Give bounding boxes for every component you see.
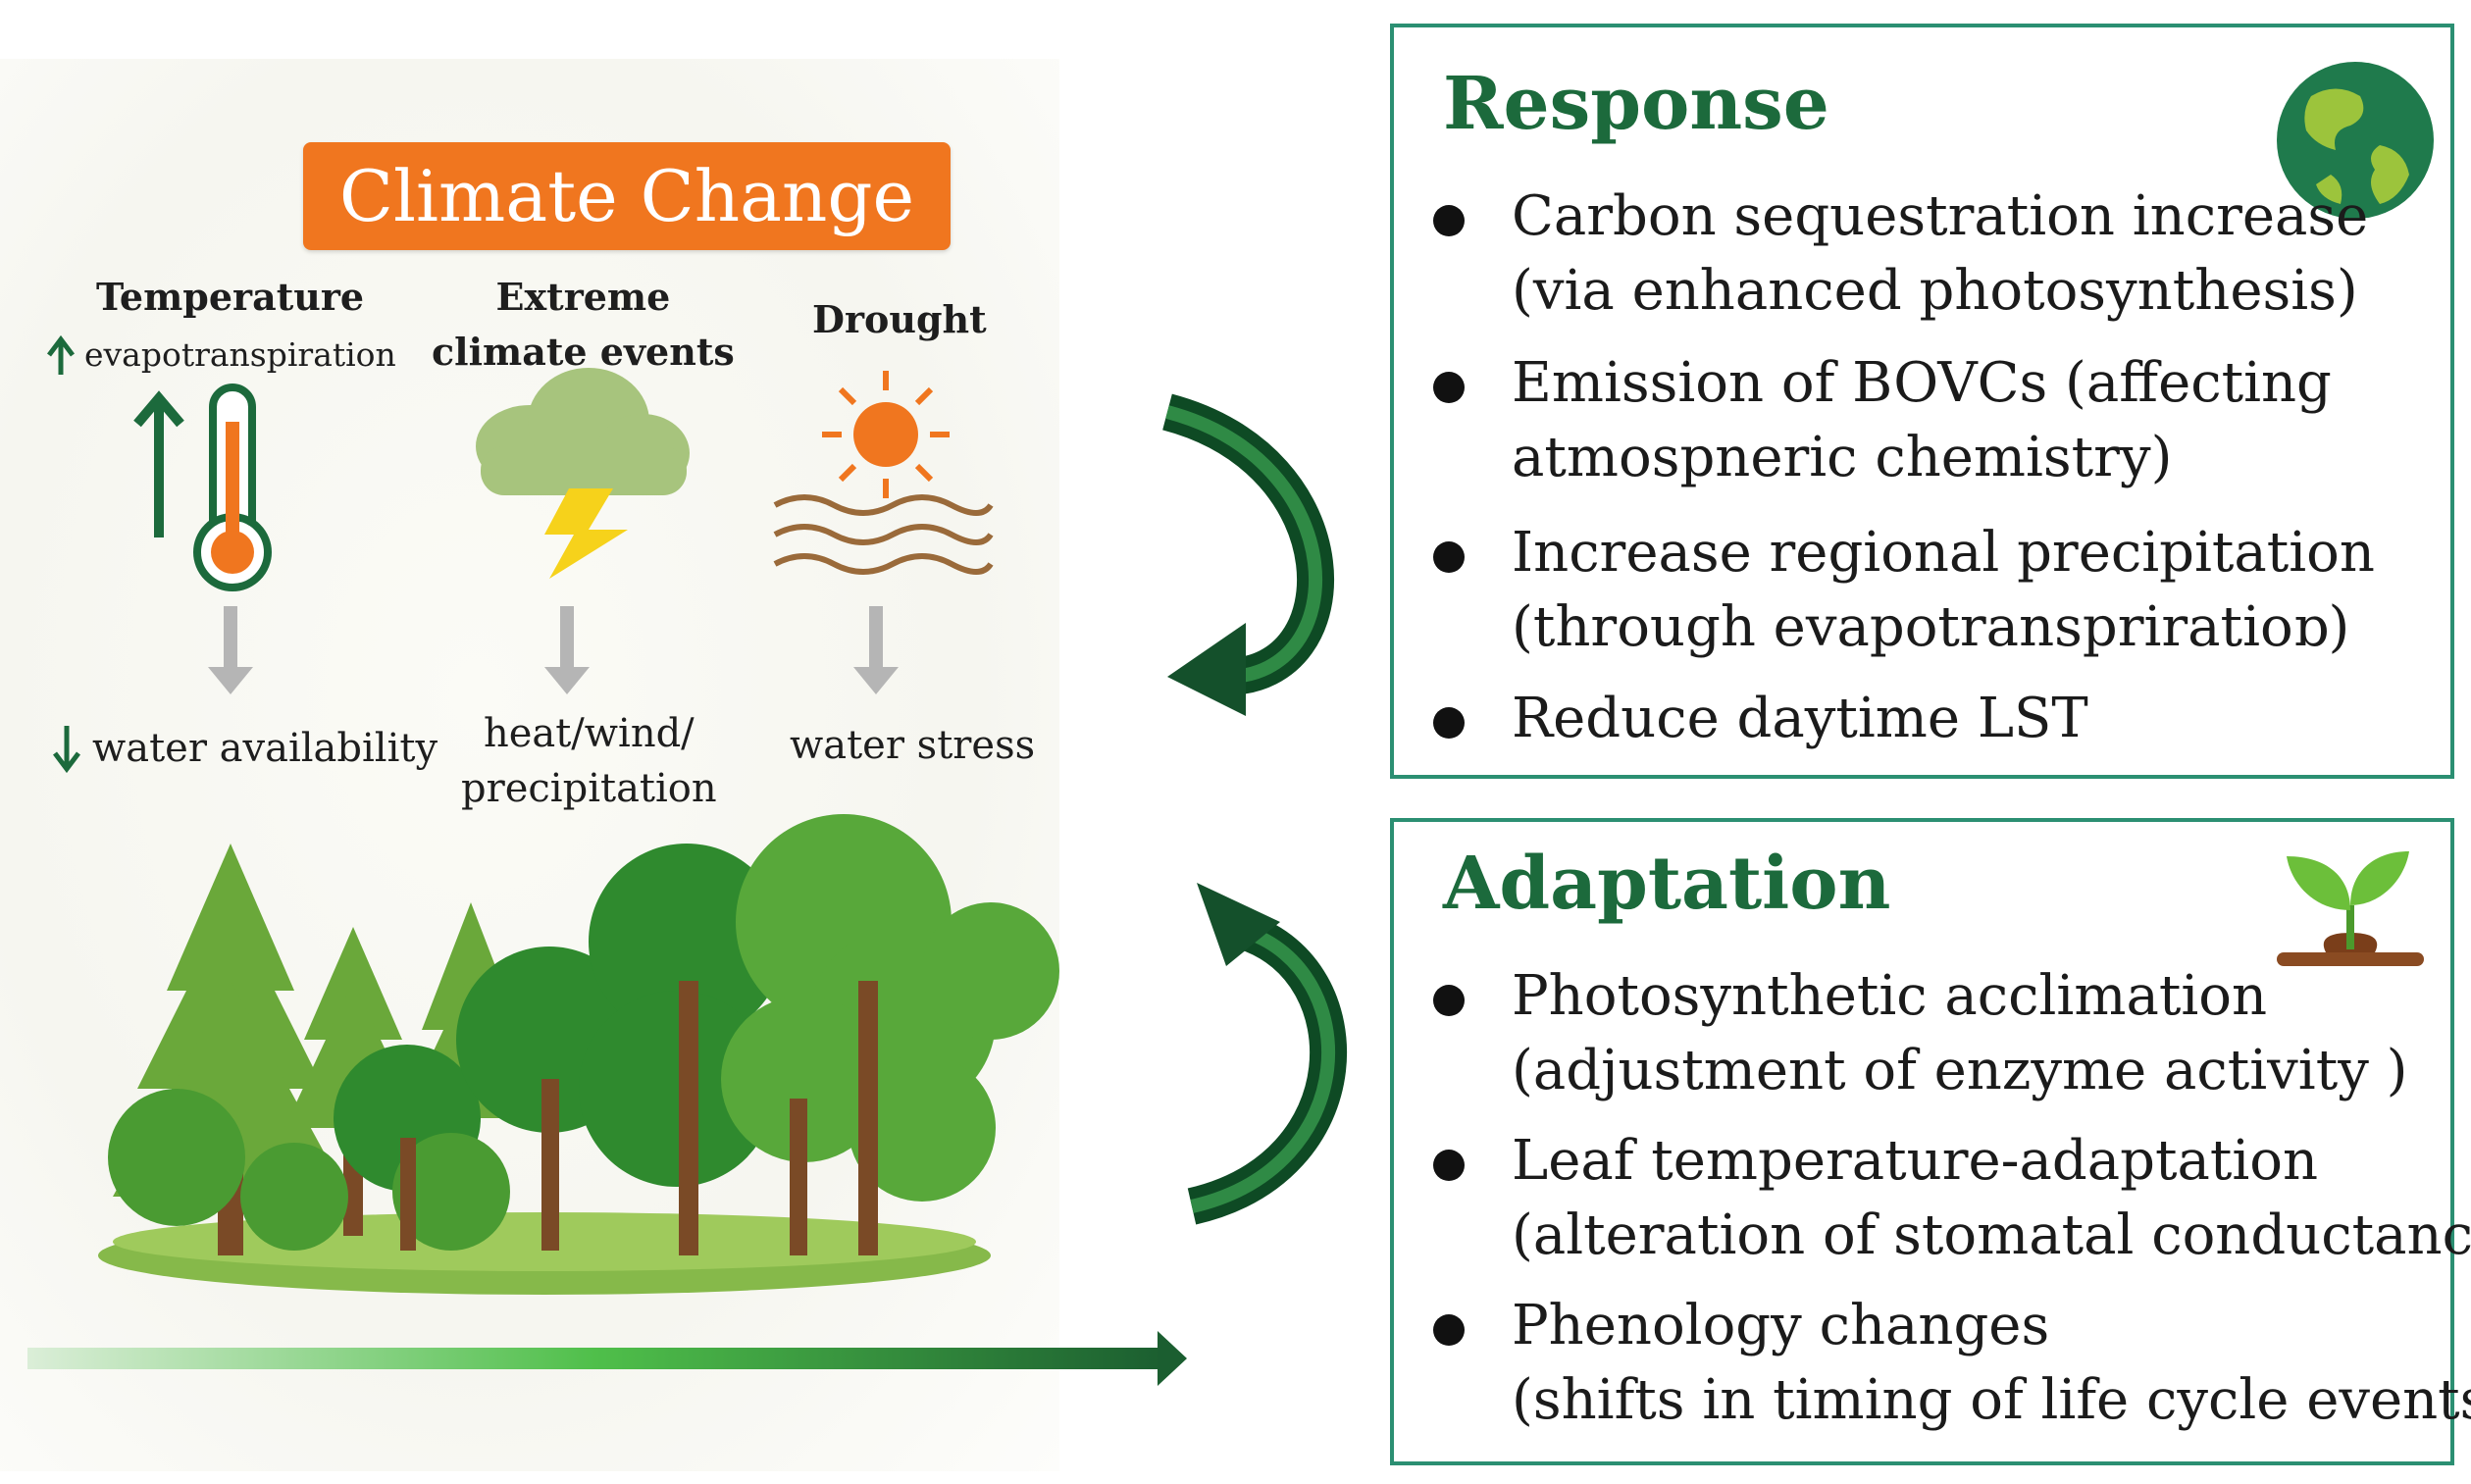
bullet-icon	[1433, 1314, 1465, 1346]
bullet-icon	[1433, 1150, 1465, 1181]
effect-heat-wind-precipitation: heat/wind/ precipitation	[461, 711, 717, 811]
response-box: Response Carbon sequestration increase(v…	[1390, 24, 2454, 779]
down-arrow-2-icon	[544, 606, 590, 694]
bullet-icon	[1433, 707, 1465, 739]
effect-water-availability: water availability	[92, 726, 438, 771]
forest-illustration	[98, 814, 1059, 1295]
globe-icon	[2277, 62, 2434, 219]
thermometer-icon	[133, 384, 272, 591]
factor-extreme-events-title: Extreme climate events	[432, 275, 735, 374]
evapotranspiration-label: evapotranspiration	[84, 335, 396, 374]
response-title: Response	[1443, 62, 1829, 146]
sprout-icon	[2277, 851, 2424, 966]
climate-change-title: Climate Change	[303, 142, 951, 250]
storm-cloud-icon	[476, 368, 690, 579]
down-arrow-3-icon	[853, 606, 899, 694]
effect-water-stress: water stress	[790, 723, 1036, 768]
adaptation-title: Adaptation	[1443, 842, 1891, 926]
bullet-icon	[1433, 541, 1465, 573]
factor-temperature-title: Temperature	[96, 275, 365, 319]
sun-icon	[822, 371, 950, 498]
down-arrow-small-icon	[53, 726, 80, 774]
bullet-icon	[1433, 985, 1465, 1016]
down-arrow-1-icon	[208, 606, 253, 694]
factor-drought-title: Drought	[812, 297, 987, 341]
response-curved-arrow-icon	[1161, 393, 1335, 716]
heat-waves-icon	[773, 494, 994, 575]
adaptation-box: Adaptation Photosynthetic acclimation(ad…	[1390, 818, 2471, 1465]
up-arrow-small-icon	[47, 334, 75, 375]
bullet-icon	[1433, 372, 1465, 403]
timeline-arrow-icon	[27, 1331, 1187, 1386]
bullet-icon	[1433, 205, 1465, 236]
adaptation-curved-arrow-icon	[1187, 883, 1347, 1225]
